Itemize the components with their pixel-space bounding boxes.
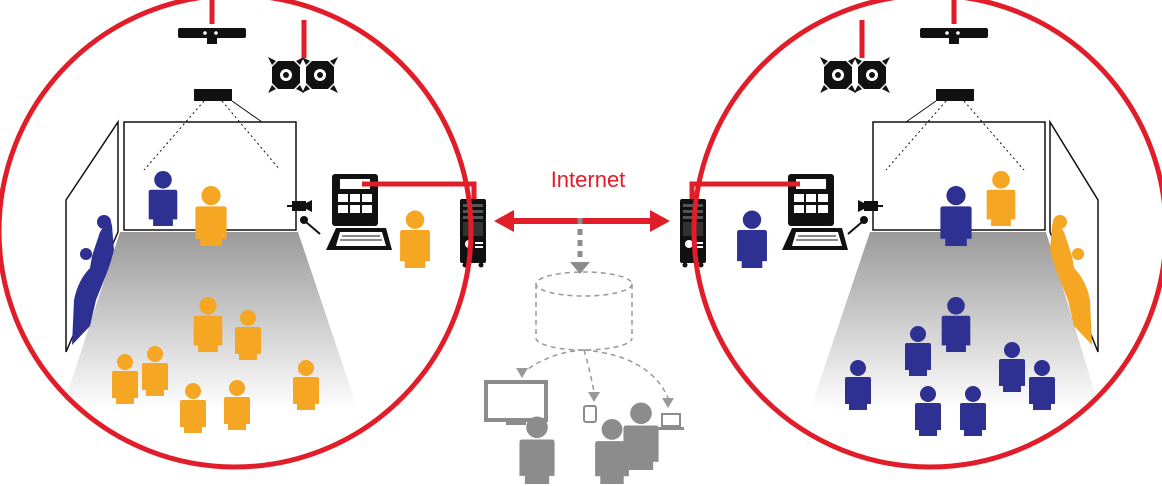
microphone-icon [847,216,868,235]
stage-light-icon [820,57,890,93]
cloud-storage-cylinder-icon [535,271,633,351]
remote-venue-boundary [689,0,1162,470]
stream-down-arrow [570,218,590,274]
projector-icon [143,89,281,171]
laptop-icon [658,413,684,430]
kinect-sensor-icon [920,28,988,44]
kinect-sensor-icon [178,28,246,44]
projected-local-presenter [1050,215,1092,345]
internet-label: Internet [551,167,626,192]
tablet-icon [583,405,597,423]
stage-light-icon [268,57,338,93]
local-venue [62,28,486,433]
microphone-icon [300,216,321,235]
projected-remote-presenter [72,215,114,345]
distribution-arrowheads [516,368,674,408]
local-operator [400,210,430,268]
projector-icon [885,89,1025,171]
distribution-arrows [523,349,669,399]
remote-venue [680,28,1100,436]
tv-screen-icon [484,380,548,425]
remote-operator [737,210,767,268]
local-venue-boundary [0,0,477,470]
